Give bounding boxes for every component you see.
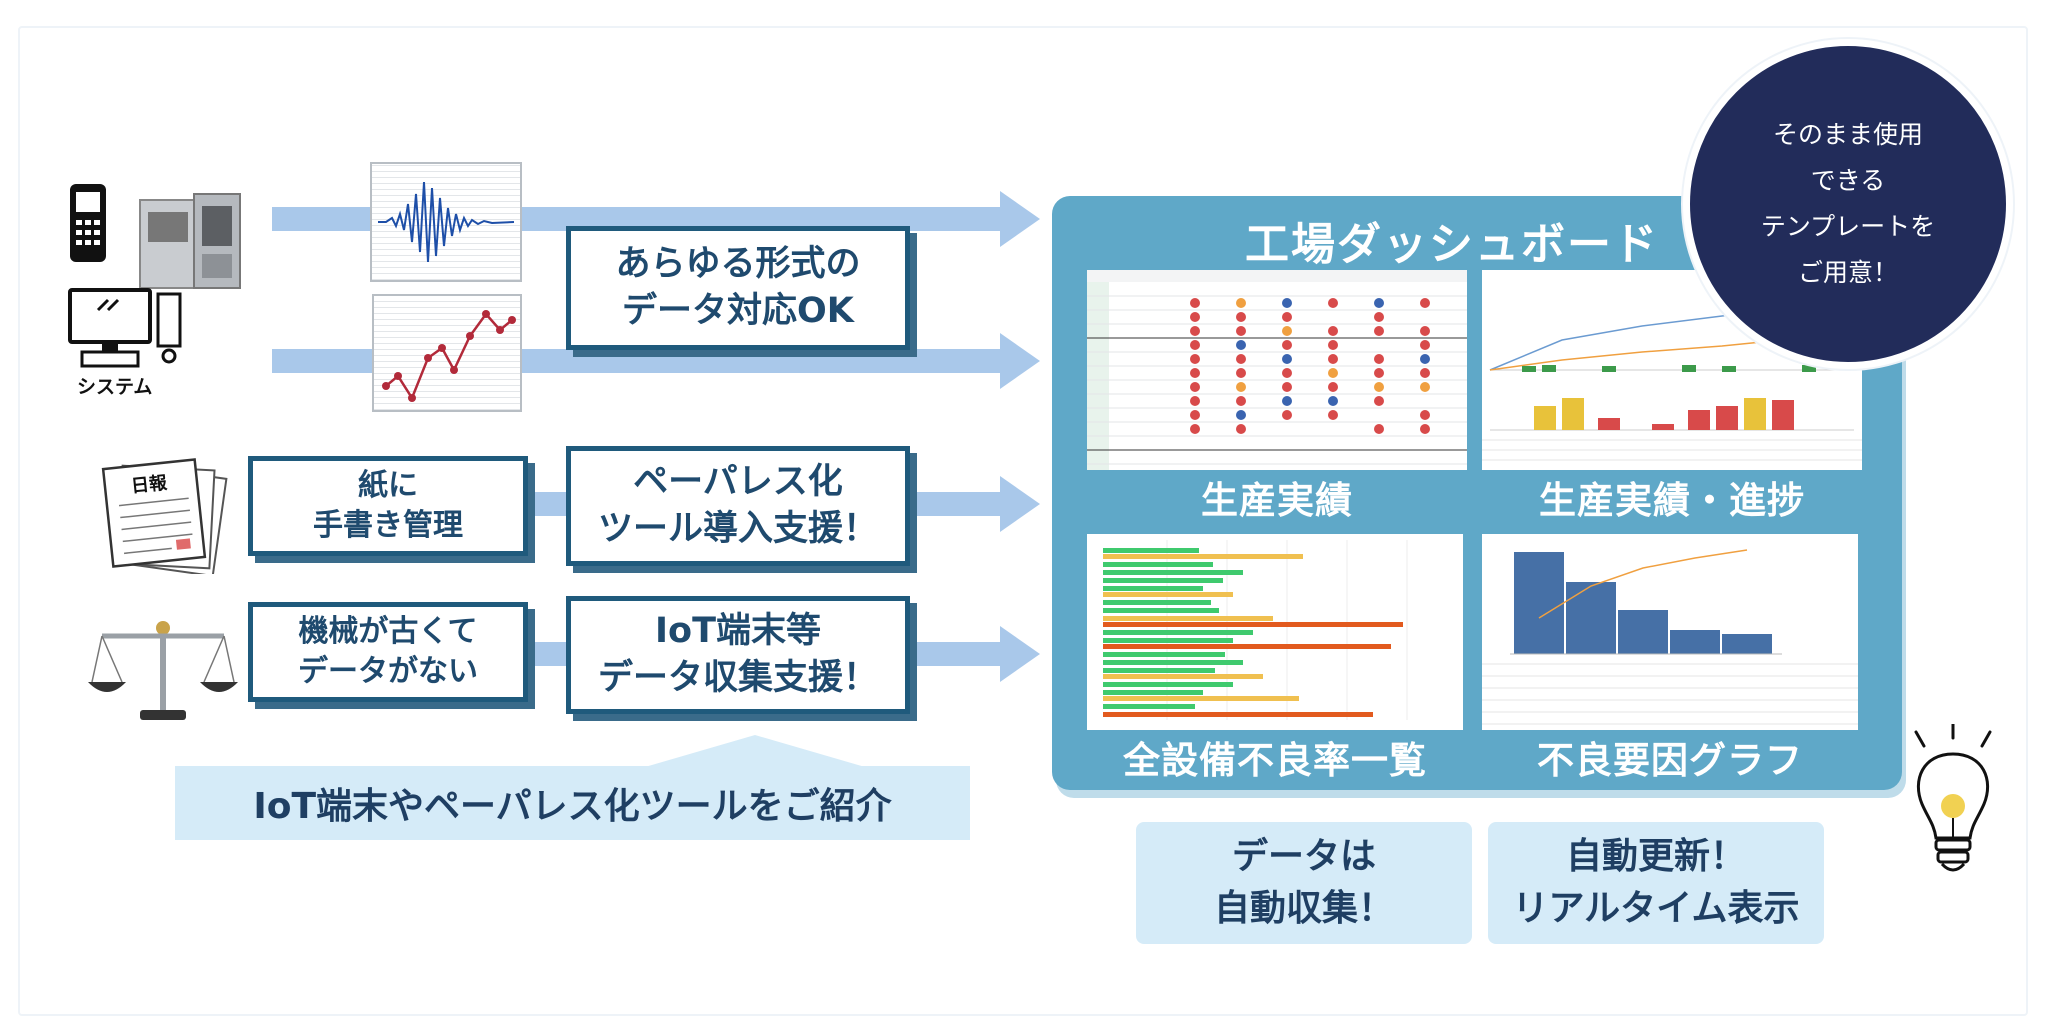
panel-label-defect-rate: 全設備不良率一覧 bbox=[1123, 739, 1427, 782]
panel-label-production-progress: 生産実績・進捗 bbox=[1539, 479, 1805, 522]
panel-label-production-results: 生産実績 bbox=[1201, 479, 1353, 522]
auto-collect-box: データは 自動収集！ bbox=[1136, 822, 1472, 944]
arrow-head-2 bbox=[1000, 333, 1040, 389]
waveform-line bbox=[378, 181, 515, 263]
thumb-production-results bbox=[1087, 270, 1467, 470]
machine-icon bbox=[139, 193, 241, 289]
system-label: システム bbox=[77, 376, 153, 398]
computer-icon bbox=[68, 288, 182, 368]
template-badge: そのまま使用 できる テンプレートを ご用意！ bbox=[1683, 39, 2013, 369]
thumb-defect-cause-graph bbox=[1482, 534, 1858, 730]
waveform-card bbox=[370, 162, 522, 282]
scale-icon bbox=[88, 621, 238, 720]
box-iot-support: IoT端末等 データ収集支援！ bbox=[566, 596, 910, 714]
frame bbox=[18, 26, 2028, 1016]
caption-banner: IoT端末やペーパレス化ツールをご紹介 bbox=[175, 766, 970, 840]
daily-report-icon: 日報 bbox=[101, 458, 228, 574]
line-graph-line bbox=[385, 311, 513, 401]
panel-label-defect-cause: 不良要因グラフ bbox=[1537, 739, 1803, 782]
auto-update-box: 自動更新！ リアルタイム表示 bbox=[1488, 822, 1824, 944]
box-old-machine: 機械が古くて データがない bbox=[248, 602, 528, 702]
diary-label: 日報 bbox=[130, 471, 169, 497]
thumb-defect-rate-list bbox=[1087, 534, 1463, 730]
arrow-head-3 bbox=[1000, 476, 1040, 532]
caption-notch bbox=[645, 735, 865, 767]
box-paperless-tools: ペーパレス化 ツール導入支援！ bbox=[566, 446, 910, 566]
box-paper-managed: 紙に 手書き管理 bbox=[248, 456, 528, 556]
lightbulb-icon bbox=[1914, 724, 1992, 872]
arrow-head-1 bbox=[1000, 191, 1040, 247]
dashboard-title: 工場ダッシュボード bbox=[1245, 219, 1659, 270]
linegraph-card bbox=[372, 294, 522, 412]
handheld-terminal-icon bbox=[70, 184, 106, 262]
box-all-formats: あらゆる形式の データ対応OK bbox=[566, 226, 910, 350]
arrow-head-4 bbox=[1000, 626, 1040, 682]
